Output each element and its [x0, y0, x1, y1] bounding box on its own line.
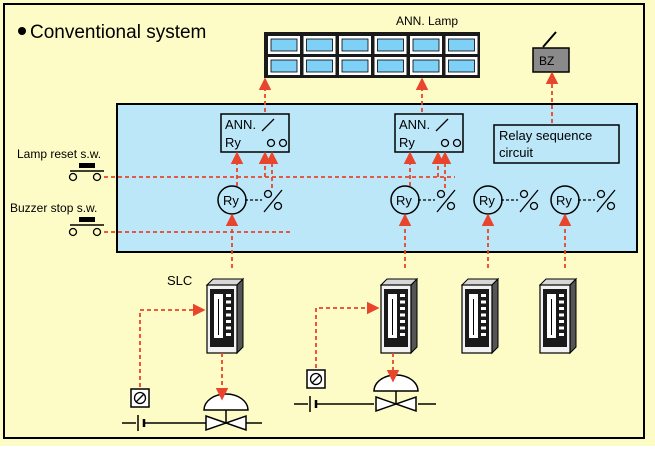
lamp-window: [448, 38, 475, 52]
valve-icon: [203, 393, 249, 432]
slc-label: SLC: [167, 273, 192, 288]
battery-icon: [294, 396, 436, 412]
controllers: [205, 277, 578, 355]
ann-relay-box-left: ANN. Ry: [220, 113, 290, 153]
relay-coil-label-2: Ry: [396, 193, 412, 208]
signal-line: [315, 301, 380, 368]
relay-contact-icon: [501, 189, 539, 213]
controller-icon: [538, 277, 578, 355]
ann-lamp-label: ANN. Lamp: [396, 14, 458, 28]
lamp-window: [377, 59, 404, 73]
relay-panel: [116, 103, 638, 253]
relay-coil-icon: Ry: [550, 185, 580, 215]
ann-relay-box-label-2: Ry: [225, 135, 241, 150]
relay-coil-label-3: Ry: [479, 193, 495, 208]
relay-contacts: [245, 189, 616, 213]
battery-icon: [122, 415, 262, 431]
push-switch-icon: [68, 163, 104, 182]
controller-icon: [205, 277, 245, 355]
ann-lamp-cells: [268, 36, 478, 75]
lamp-window: [270, 38, 298, 52]
lamp-window: [306, 59, 333, 73]
signal-lines: [104, 71, 572, 401]
push-switch-icon: [68, 217, 104, 237]
relay-contact-icon: [578, 189, 616, 213]
relay-coil-icon: Ry: [390, 185, 420, 215]
frame-border: [3, 3, 645, 439]
buzzer-stop-label: Buzzer stop s.w.: [10, 201, 97, 215]
transmitter-icon: [306, 369, 326, 389]
relay-coil-icon: Ry: [473, 185, 503, 215]
lamp-window: [448, 59, 475, 73]
ann-relay-box-label-4: Ry: [399, 135, 415, 150]
lamp-window: [377, 38, 404, 52]
lamp-window: [341, 59, 369, 73]
buzzer-antenna: [542, 31, 557, 48]
bullet-icon: [18, 27, 26, 35]
valve-icon: [373, 374, 419, 413]
ann-relay-box-label-3: ANN.: [399, 117, 430, 132]
relay-coil-icon: Ry: [217, 185, 247, 215]
lamp-window: [270, 59, 298, 73]
lamp-window: [341, 38, 369, 52]
relay-coil-label-1: Ry: [223, 193, 239, 208]
relay-sequence-box: [493, 124, 620, 164]
ann-relay-box-right: ANN. Ry: [394, 113, 464, 153]
page-title: Conventional system: [30, 22, 206, 43]
signal-line: [139, 303, 206, 387]
controller-icon: [379, 277, 419, 355]
relay-coil-label-4: Ry: [556, 193, 572, 208]
relay-contact-icon: [418, 189, 456, 213]
controller-icon: [460, 277, 500, 355]
buzzer-box: [532, 47, 570, 73]
relay-sequence-label-2: circuit: [499, 145, 533, 160]
lamp-window: [306, 38, 333, 52]
buzzer-label: BZ: [539, 54, 554, 68]
transmitter-icon: [130, 388, 150, 408]
lamp-reset-label: Lamp reset s.w.: [17, 147, 101, 161]
ann-relay-box-label-1: ANN.: [225, 117, 256, 132]
lamp-window: [412, 38, 440, 52]
relay-contact-icon: [245, 189, 283, 213]
relay-sequence-label-1: Relay sequence: [499, 128, 592, 143]
lamp-window: [412, 59, 440, 73]
